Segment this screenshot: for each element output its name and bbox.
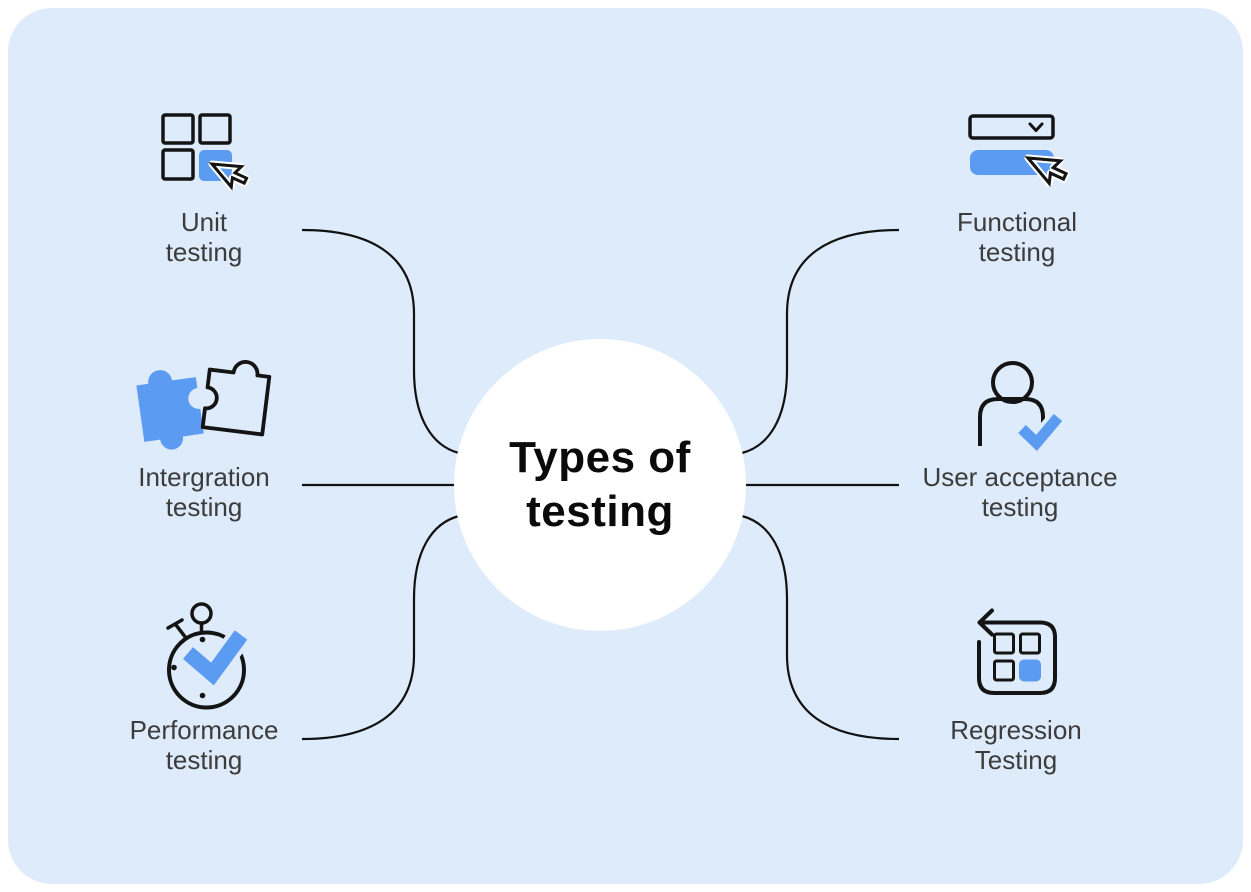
dropdown-cursor-icon (968, 114, 1071, 188)
node-label-unit-testing: Unit testing (165, 207, 243, 267)
connector-lines (301, 228, 900, 741)
chevron-down-icon (1028, 122, 1044, 132)
grid-cursor-icon (161, 113, 251, 191)
arrow-left-icon (977, 608, 994, 637)
connector-performance (301, 514, 460, 741)
node-label-integration-testing: Intergration testing (138, 462, 270, 522)
puzzle-piece-outline (200, 360, 272, 437)
page-title: Types of testing (509, 433, 691, 536)
connector-functional (741, 228, 900, 455)
grid-undo-arrow-icon (977, 608, 1057, 695)
center-node-circle: Types of testing (454, 339, 746, 631)
connector-regression (741, 514, 900, 741)
node-label-regression-testing: Regression Testing (950, 715, 1082, 775)
puzzle-pieces-icon (136, 360, 272, 450)
connector-unit (301, 228, 460, 455)
node-label-functional-testing: Functional testing (957, 207, 1077, 267)
stopwatch-check-icon (166, 602, 251, 710)
person-check-icon (978, 361, 1066, 457)
puzzle-piece-filled (136, 370, 204, 450)
node-label-performance-testing: Performance testing (129, 715, 279, 775)
node-label-user-acceptance-testing: User acceptance testing (922, 462, 1118, 522)
